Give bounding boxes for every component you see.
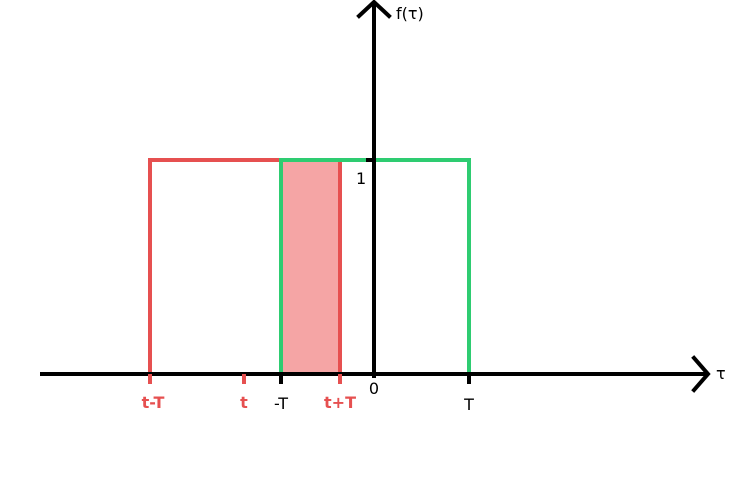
label-minus-T: -T: [274, 394, 288, 413]
height-label: 1: [356, 169, 366, 188]
label-t-minus-T: t-T: [142, 393, 165, 412]
label-T: T: [463, 395, 474, 414]
y-axis-label: f(τ): [396, 4, 424, 23]
y-axis-arrowhead: [356, 0, 392, 19]
x-axis-label: τ: [716, 364, 726, 383]
label-t-plus-T: t+T: [324, 393, 356, 412]
shifted-pulse: [148, 158, 342, 374]
overlap-region: [281, 160, 340, 374]
origin-label: 0: [369, 379, 379, 398]
label-t: t: [240, 393, 248, 412]
x-axis-arrowhead: [691, 355, 711, 393]
